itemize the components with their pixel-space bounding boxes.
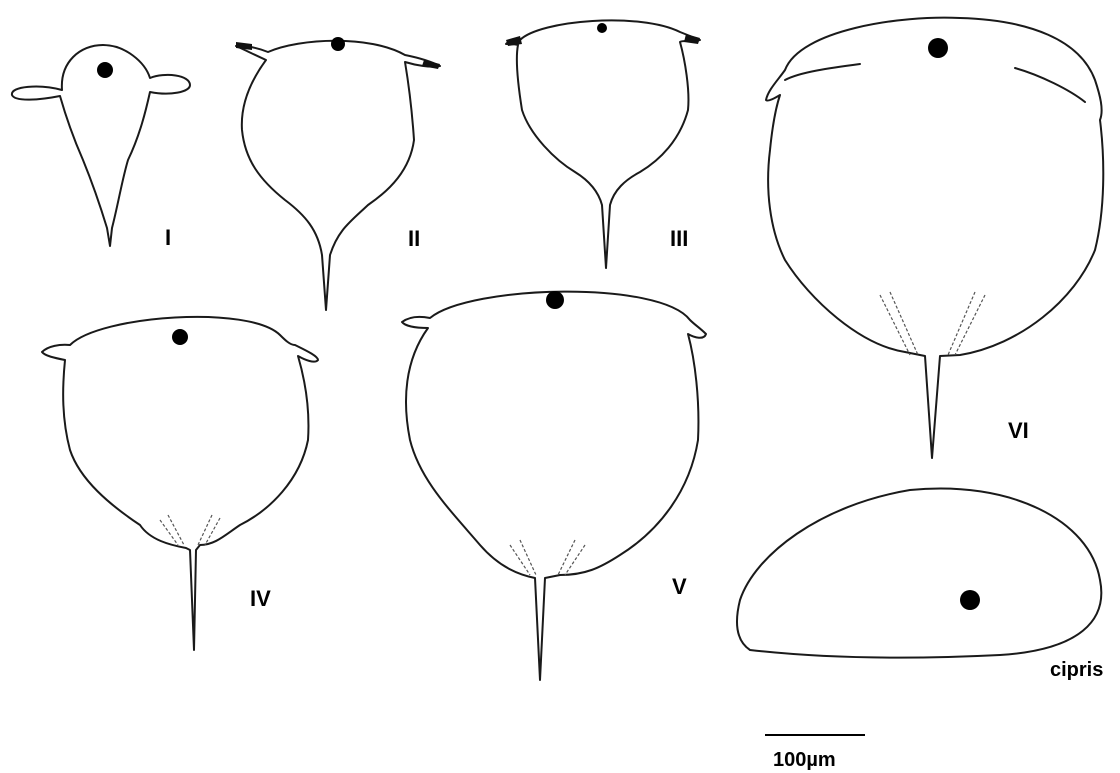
stage-III-nauplius: III — [506, 20, 700, 268]
eye-spot — [546, 291, 564, 309]
stage-label-I: I — [165, 225, 171, 250]
stage-label-V: V — [672, 574, 687, 599]
eye-spot — [331, 37, 345, 51]
stage-IV-nauplius: IV — [42, 317, 318, 650]
eye-spot — [928, 38, 948, 58]
stage-I-nauplius: I — [12, 45, 190, 250]
eye-spot — [172, 329, 188, 345]
stage-label-cypris: cipris — [1050, 659, 1103, 681]
eye-spot — [960, 590, 980, 610]
stage-VI-nauplius: VI — [766, 18, 1103, 458]
scale-bar-label: 100µm — [773, 749, 836, 771]
stage-V-nauplius: V — [402, 291, 706, 680]
stage-label-II: II — [408, 226, 420, 251]
stage-label-VI: VI — [1008, 418, 1029, 443]
stage-label-IV: IV — [250, 586, 271, 611]
eye-spot — [597, 23, 607, 33]
eye-spot — [97, 62, 113, 78]
stage-label-III: III — [670, 226, 688, 251]
stage-II-nauplius: II — [236, 37, 440, 310]
scale-bar: 100µm — [765, 735, 865, 771]
stage-cypris-larva: cipris — [737, 488, 1103, 681]
